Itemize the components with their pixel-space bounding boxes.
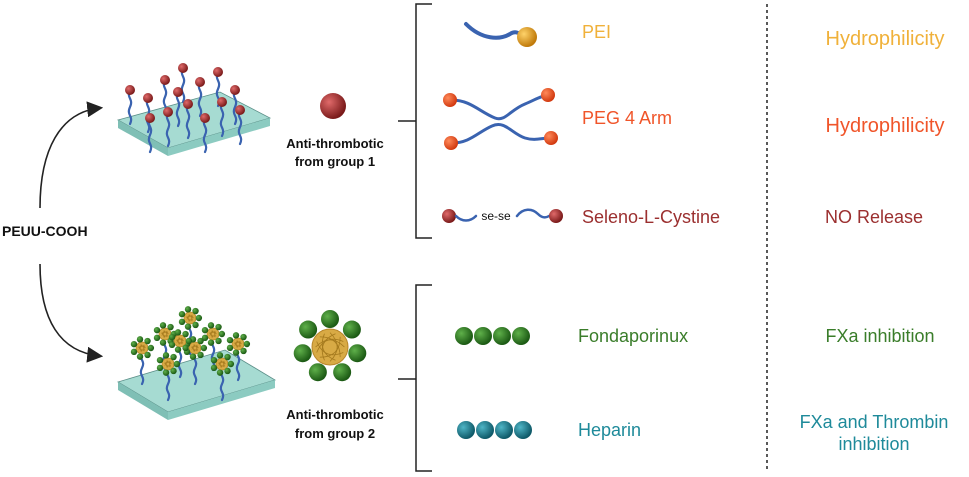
peg-arm-bead: [541, 88, 555, 102]
item-seleno-name: Seleno-L-Cystine: [582, 207, 720, 227]
drug-cluster: [226, 332, 251, 356]
group2-caption-line2: from group 2: [295, 426, 375, 441]
drug-cluster: [201, 322, 226, 346]
item-peg-name: PEG 4 Arm: [582, 108, 672, 128]
property-pei: Hydrophilicity: [826, 28, 945, 50]
group1-caption-line1: Anti-thrombotic: [286, 136, 383, 151]
drug-cluster: [156, 352, 181, 376]
item-pei-name: PEI: [582, 22, 611, 42]
polymer-chain: [127, 88, 133, 126]
drug-bead: [195, 77, 205, 87]
property-seleno: NO Release: [825, 207, 923, 227]
drug-bead: [213, 67, 223, 77]
drug-bead: [145, 113, 155, 123]
drug-bead: [230, 85, 240, 95]
drug-bead: [160, 75, 170, 85]
property-heparin-line1: FXa and Thrombin: [800, 412, 949, 432]
drug-cluster: [178, 306, 203, 330]
source-label: PEUU-COOH: [2, 223, 88, 239]
seleno-cystine-icon: [442, 208, 563, 223]
group1-bracket: [398, 3, 432, 239]
polymer-chain: [175, 90, 181, 128]
drug-cluster: [130, 336, 155, 360]
drug-bead: [235, 105, 245, 115]
drug-bead: [200, 113, 210, 123]
property-peg: Hydrophilicity: [826, 115, 945, 137]
property-fondaporinux: FXa inhibition: [825, 326, 934, 346]
polymer-chain: [202, 116, 208, 154]
pei-icon: [464, 22, 537, 47]
polymer-chain: [197, 80, 203, 118]
peg-arm-bead: [443, 93, 457, 107]
polymer-chain: [165, 110, 171, 148]
polymer-chain: [219, 100, 225, 138]
drug-cluster: [168, 329, 193, 353]
seleno-linker-text: se-se: [481, 209, 511, 223]
group2-caption-line1: Anti-thrombotic: [286, 407, 383, 422]
drug-bead: [173, 87, 183, 97]
drug-cluster: [183, 336, 208, 360]
item-heparin-name: Heparin: [578, 420, 641, 440]
surface-group2: [117, 306, 276, 420]
group1-caption-line2: from group 1: [295, 154, 375, 169]
drug-bead: [178, 63, 188, 73]
group1-agent-icon: [320, 93, 346, 119]
drug-bead: [183, 99, 193, 109]
drug-bead: [217, 97, 227, 107]
polymer-chain: [185, 102, 191, 140]
drug-bead: [143, 93, 153, 103]
peg-arm-bead: [544, 131, 558, 145]
peg-4-arm-icon: [450, 94, 551, 145]
arrow-to-group1: [39, 101, 104, 209]
item-fondaporinux-name: Fondaporinux: [578, 326, 688, 346]
fondaporinux-icon: [455, 327, 530, 345]
drug-bead: [163, 107, 173, 117]
polymer-chain: [147, 116, 153, 154]
group2-agent-icon: [293, 310, 367, 382]
drug-cluster: [210, 352, 235, 376]
heparin-icon: [457, 421, 532, 439]
peg-arm-bead: [444, 136, 458, 150]
polymer-chain: [237, 108, 243, 146]
polymer-chain: [180, 66, 186, 104]
polymer-chain: [232, 88, 238, 126]
property-heparin-line2: inhibition: [838, 434, 909, 454]
arrow-to-group2: [39, 263, 104, 363]
surface-group1: [116, 63, 272, 156]
drug-bead: [125, 85, 135, 95]
group2-bracket: [398, 284, 432, 472]
